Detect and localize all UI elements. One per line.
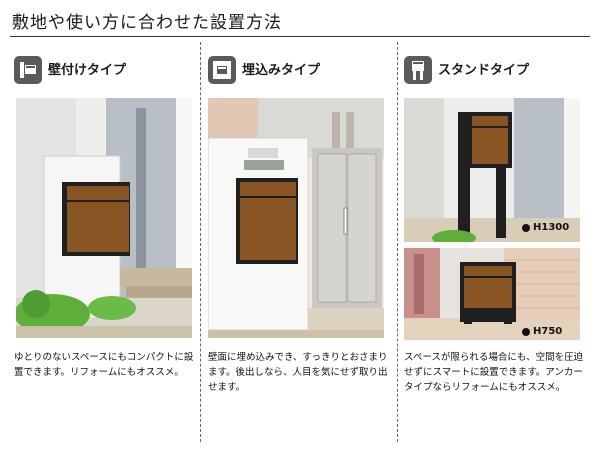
wall-mount-illustration bbox=[16, 98, 192, 338]
wall-mount-section: 壁付けタイプ ゆとりのないスペースにもコンパクトに設置できます。リフォームにもオ… bbox=[14, 50, 193, 378]
section-label: 埋込みタイプ bbox=[242, 63, 321, 78]
section-label: 壁付けタイプ bbox=[48, 63, 127, 78]
stand-icon bbox=[404, 56, 432, 84]
embedded-icon bbox=[208, 56, 236, 84]
bullet-icon bbox=[522, 223, 530, 232]
section-description: ゆとりのないスペースにもコンパクトに設置できます。リフォームにもオススメ。 bbox=[14, 352, 194, 378]
section-label: スタンドタイプ bbox=[438, 63, 530, 78]
section-description: 壁面に埋め込みでき、すっきりとおさまります。後出しなら、人目を気にせず取り出せま… bbox=[208, 352, 388, 393]
wall-mount-icon bbox=[14, 56, 42, 84]
height-label-short: H750 bbox=[522, 326, 562, 337]
stand-short-illustration bbox=[404, 248, 580, 340]
stand-section: スタンドタイプ H1300 bbox=[404, 50, 583, 393]
column-divider bbox=[397, 42, 398, 442]
page-title: 敷地や使い方に合わせた設置方法 bbox=[12, 13, 282, 33]
section-description: スペースが限られる場合にも、空間を圧迫せずにスマートに設置できます。アンカータイ… bbox=[404, 352, 584, 393]
bullet-icon bbox=[522, 327, 530, 336]
stand-tall-illustration bbox=[404, 98, 580, 242]
column-divider bbox=[200, 42, 201, 442]
height-value: H750 bbox=[533, 326, 563, 337]
section-header: スタンドタイプ bbox=[404, 50, 580, 86]
section-header: 埋込みタイプ bbox=[208, 50, 384, 86]
height-value: H1300 bbox=[533, 222, 570, 233]
embedded-illustration bbox=[208, 98, 384, 338]
embedded-section: 埋込みタイプ 壁面に埋め込みでき、すっきりとおさまります。後出しなら、人目を気に… bbox=[208, 50, 388, 393]
title-divider bbox=[10, 36, 590, 37]
section-header: 壁付けタイプ bbox=[14, 50, 190, 86]
height-label-tall: H1300 bbox=[522, 222, 569, 233]
